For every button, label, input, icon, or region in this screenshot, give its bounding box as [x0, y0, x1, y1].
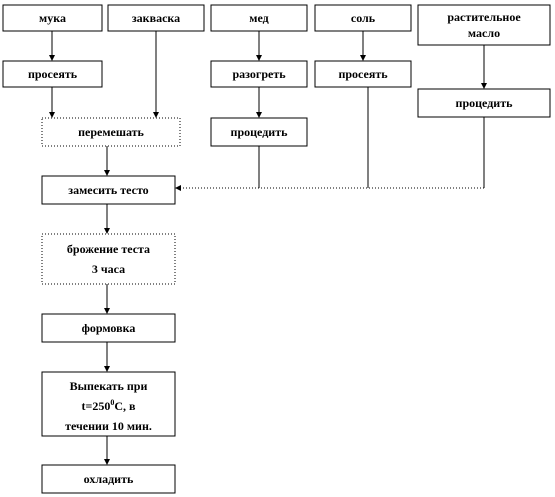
node-sol-label: соль — [351, 11, 376, 25]
node-protsedit-med-label: процедить — [231, 125, 289, 139]
node-okhladit: охладить — [41, 464, 176, 494]
node-zakvaska: закваска — [107, 4, 205, 32]
node-peremeshat-label: перемешать — [78, 125, 144, 139]
node-zamesit-testo-label: замесить тесто — [68, 183, 148, 197]
connector-collector-to-zamesit — [175, 185, 484, 191]
node-proseyat-muka-label: просеять — [28, 67, 78, 81]
node-muka: мука — [2, 4, 103, 32]
connector-proseyat-to-peremeshat — [49, 87, 55, 118]
connector-formovka-to-vypekat — [104, 342, 110, 372]
node-sol: соль — [314, 4, 412, 32]
connector-peremeshat-to-zamesit — [104, 146, 110, 176]
node-proseyat-sol-label: просеять — [338, 67, 388, 81]
node-med: мед — [210, 4, 308, 32]
vypekat-temp-prefix: t=250 — [82, 399, 111, 413]
node-razogret: разогреть — [210, 60, 308, 88]
node-rastitelnoe-maslo: растительное масло — [417, 4, 551, 46]
node-okhladit-label: охладить — [84, 472, 134, 486]
node-formovka-label: формовка — [82, 321, 136, 335]
node-proseyat-muka: просеять — [2, 60, 103, 88]
connector-brozhenie-to-formovka — [104, 284, 110, 314]
node-brozhenie-label-line2: 3 часа — [92, 262, 125, 276]
connector-maslo-to-protsedit — [481, 45, 487, 89]
node-peremeshat: перемешать — [41, 117, 181, 147]
connector-razogret-to-protsedit — [256, 87, 262, 118]
node-med-label: мед — [249, 11, 268, 25]
node-vypekat: Выпекать при t=2500С, в течении 10 мин. — [41, 371, 176, 437]
node-protsedit-maslo-label: процедить — [456, 96, 514, 110]
vypekat-temp-suffix: С, в — [114, 399, 136, 413]
node-muka-label: мука — [39, 11, 66, 25]
connector-med-to-razogret — [256, 31, 262, 61]
node-vypekat-label-line1: Выпекать при — [70, 379, 148, 393]
node-vypekat-label-line3: течении 10 мин. — [65, 419, 152, 433]
node-proseyat-sol: просеять — [314, 60, 412, 88]
node-maslo-label-line1: растительное — [447, 10, 521, 24]
node-brozhenie-testa: брожение теста 3 часа — [41, 233, 176, 285]
node-zamesit-testo: замесить тесто — [41, 175, 176, 205]
node-formovka: формовка — [41, 313, 176, 343]
connector-vypekat-to-okhladit — [104, 436, 110, 465]
connector-zamesit-to-brozhenie — [104, 204, 110, 234]
connector-muka-to-proseyat — [49, 31, 55, 61]
node-zakvaska-label: закваска — [132, 11, 180, 25]
connector-sol-to-proseyat — [360, 31, 366, 61]
node-vypekat-label-line2: t=2500С, в — [82, 398, 137, 413]
connector-zakvaska-to-peremeshat — [153, 31, 159, 118]
vypekat-temp-superscript: 0 — [110, 398, 114, 407]
node-protsedit-maslo: процедить — [417, 88, 551, 118]
node-protsedit-med: процедить — [210, 117, 308, 147]
node-brozhenie-label-line1: брожение теста — [67, 242, 150, 256]
node-maslo-label-line2: масло — [468, 26, 500, 40]
node-razogret-label: разогреть — [232, 67, 286, 81]
